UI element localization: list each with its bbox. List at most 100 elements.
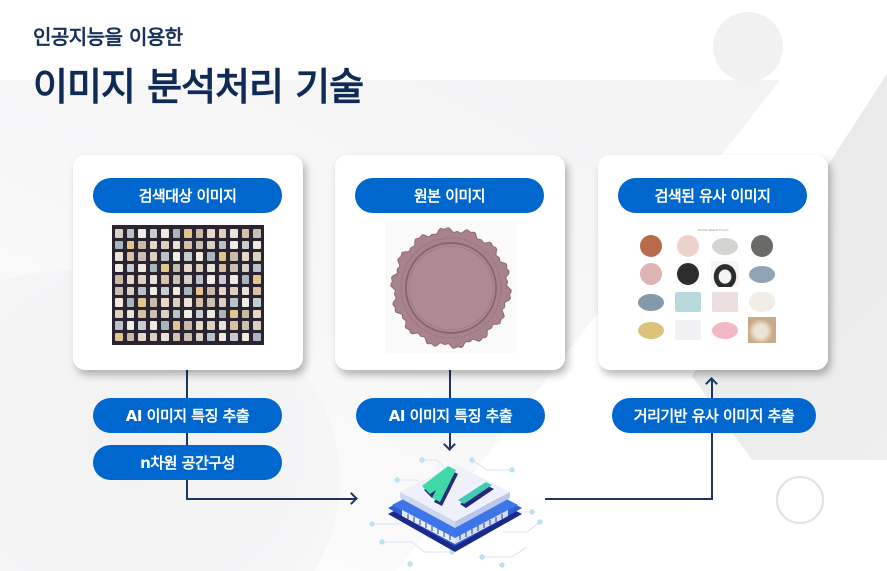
thumbnail — [115, 309, 123, 318]
similar-item-circle — [677, 235, 699, 257]
similar-item-oval — [638, 293, 664, 311]
thumbnail — [230, 298, 238, 307]
thumbnail — [218, 263, 227, 272]
thumbnail — [115, 229, 123, 238]
thumbnail — [138, 252, 146, 261]
step-feature-extraction-left: AI 이미지 특징 추출 — [93, 398, 282, 433]
thumbnail — [149, 309, 158, 318]
thumbnail — [149, 298, 158, 307]
thumbnail — [230, 275, 238, 284]
thumbnail — [195, 263, 204, 272]
thumbnail — [161, 240, 169, 249]
ai-chip-icon — [362, 452, 548, 571]
thumbnail — [149, 321, 158, 330]
thumbnail — [149, 263, 158, 272]
label-original-image: 원본 이미지 — [355, 178, 544, 213]
thumbnail — [138, 332, 146, 341]
thumbnail — [115, 240, 123, 249]
similar-item-photo — [711, 261, 739, 287]
thumbnail — [253, 252, 261, 261]
thumbnail — [241, 229, 250, 238]
thumbnail — [207, 252, 215, 261]
thumbnail — [241, 332, 250, 341]
thumbnail — [138, 321, 146, 330]
card-search-target: 검색대상 이미지 — [73, 155, 303, 370]
thumbnail — [161, 332, 169, 341]
thumbnail — [184, 286, 192, 295]
thumbnail — [195, 252, 204, 261]
thumbnail — [184, 263, 192, 272]
thumbnail — [149, 332, 158, 341]
thumbnail — [195, 229, 204, 238]
thumbnail — [126, 275, 135, 284]
thumbnail — [218, 298, 227, 307]
thumbnail — [218, 252, 227, 261]
thumbnail — [253, 240, 261, 249]
step-feature-extraction-center: AI 이미지 특징 추출 — [356, 398, 545, 433]
thumbnail — [253, 309, 261, 318]
similar-item-oval — [712, 237, 738, 255]
thumbnail — [184, 309, 192, 318]
thumbnail — [218, 309, 227, 318]
thumbnail — [253, 332, 261, 341]
thumbnail — [230, 240, 238, 249]
thumbnail — [172, 240, 181, 249]
original-plate-image — [385, 223, 517, 353]
thumbnail — [207, 332, 215, 341]
thumbnail — [161, 298, 169, 307]
thumbnail — [230, 263, 238, 272]
thumbnail — [241, 240, 250, 249]
similar-item-circle — [640, 263, 662, 285]
thumbnail — [184, 321, 192, 330]
thumbnail — [172, 321, 181, 330]
thumbnail — [161, 321, 169, 330]
thumbnail — [172, 332, 181, 341]
thumbnail — [207, 263, 215, 272]
thumbnail — [207, 275, 215, 284]
thumbnail — [207, 286, 215, 295]
thumbnail — [115, 332, 123, 341]
thumbnail — [172, 298, 181, 307]
thumbnail — [138, 229, 146, 238]
thumbnail — [218, 275, 227, 284]
thumbnail — [207, 240, 215, 249]
thumbnail — [172, 252, 181, 261]
thumbnail — [207, 298, 215, 307]
similar-item-oval — [712, 321, 738, 339]
thumbnail — [115, 263, 123, 272]
thumbnail — [126, 309, 135, 318]
similar-item-photo — [748, 317, 776, 343]
similar-results-grid: Similar Result Found — [633, 228, 793, 348]
thumbnail — [126, 240, 135, 249]
similar-results-caption: Similar Result Found — [697, 228, 729, 232]
thumbnail — [126, 332, 135, 341]
thumbnail — [172, 286, 181, 295]
thumbnail — [230, 229, 238, 238]
thumbnail — [207, 321, 215, 330]
similar-item-mat — [675, 292, 701, 312]
thumbnail — [241, 321, 250, 330]
thumbnail — [218, 240, 227, 249]
image-collection-grid — [112, 225, 264, 345]
thumbnail — [126, 286, 135, 295]
thumbnail — [195, 240, 204, 249]
step-distance-based-extraction: 거리기반 유사 이미지 추출 — [612, 398, 816, 433]
thumbnail — [207, 309, 215, 318]
thumbnail — [172, 275, 181, 284]
thumbnail — [218, 321, 227, 330]
thumbnail — [253, 321, 261, 330]
thumbnail — [184, 332, 192, 341]
card-similar-images: 검색된 유사 이미지 Similar Result Found — [598, 155, 828, 370]
thumbnail — [126, 298, 135, 307]
connector-right-vertical — [711, 380, 713, 500]
connector-left-horizontal — [186, 498, 356, 500]
page-title: 이미지 분석처리 기술 — [33, 65, 364, 109]
thumbnail — [195, 332, 204, 341]
thumbnail — [138, 309, 146, 318]
thumbnail — [115, 275, 123, 284]
thumbnail — [138, 275, 146, 284]
thumbnail — [161, 252, 169, 261]
thumbnail — [230, 286, 238, 295]
thumbnail — [195, 298, 204, 307]
thumbnail — [138, 240, 146, 249]
